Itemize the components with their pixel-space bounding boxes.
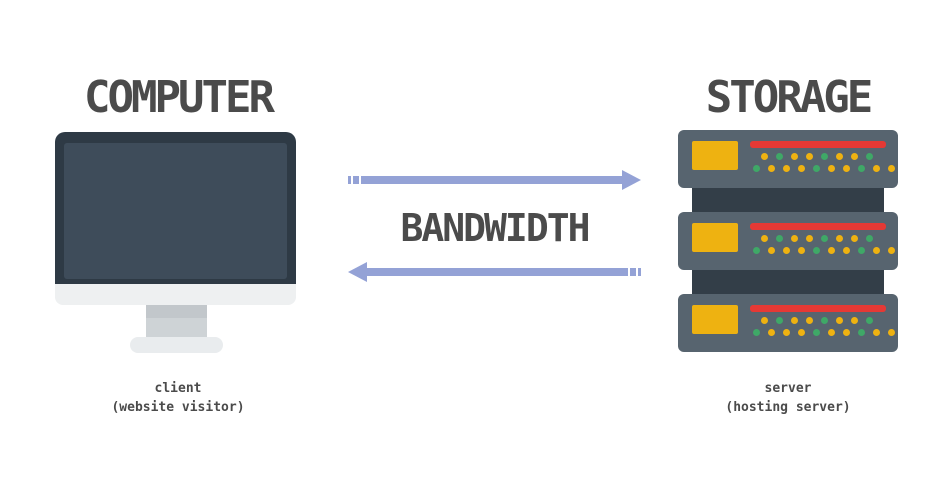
led-dot-yellow [798, 329, 805, 336]
led-dot-green [821, 317, 828, 324]
server-stack-icon [678, 130, 898, 352]
led-dot-green [866, 317, 873, 324]
server-unit [678, 130, 898, 188]
led-dot-yellow [798, 165, 805, 172]
server-led-row [753, 165, 895, 172]
led-dot-yellow [806, 317, 813, 324]
led-dot-yellow [783, 247, 790, 254]
led-dot-green [813, 165, 820, 172]
computer-heading: COMPUTER [84, 72, 275, 123]
led-dot-yellow [828, 165, 835, 172]
led-dot-yellow [836, 317, 843, 324]
led-dot-yellow [783, 165, 790, 172]
led-dot-green [776, 235, 783, 242]
led-dot-yellow [888, 165, 895, 172]
led-dot-yellow [828, 247, 835, 254]
arrow-tail-dash [630, 268, 636, 276]
led-dot-yellow [761, 153, 768, 160]
arrow-shaft [367, 268, 628, 276]
led-dot-yellow [888, 247, 895, 254]
server-caption-line1: server [764, 381, 812, 396]
led-dot-yellow [768, 165, 775, 172]
led-dot-yellow [791, 235, 798, 242]
led-dot-yellow [798, 247, 805, 254]
monitor-chin [55, 284, 296, 305]
led-dot-yellow [851, 153, 858, 160]
led-dot-yellow [783, 329, 790, 336]
led-dot-green [866, 235, 873, 242]
server-caption: server (hosting server) [668, 379, 908, 417]
monitor-icon [55, 132, 296, 284]
led-dot-green [858, 247, 865, 254]
led-dot-yellow [828, 329, 835, 336]
led-dot-yellow [836, 153, 843, 160]
monitor-base [130, 337, 223, 353]
server-panel [692, 141, 738, 170]
client-caption-line1: client [154, 381, 202, 396]
led-dot-yellow [791, 317, 798, 324]
server-led-row [761, 153, 873, 160]
led-dot-yellow [843, 247, 850, 254]
led-dot-green [858, 329, 865, 336]
server-led-row [753, 329, 895, 336]
arrow-head [622, 170, 641, 190]
arrow-tail-dash [348, 176, 351, 184]
led-dot-yellow [888, 329, 895, 336]
led-dot-green [813, 329, 820, 336]
arrow-tail-dash [638, 268, 641, 276]
arrow-tail-dash [353, 176, 359, 184]
server-panel [692, 305, 738, 334]
server-led-row [761, 317, 873, 324]
led-dot-green [866, 153, 873, 160]
monitor-stand [146, 305, 207, 338]
server-unit [678, 294, 898, 352]
led-dot-yellow [851, 235, 858, 242]
monitor-screen [64, 143, 287, 279]
server-led-row [753, 247, 895, 254]
server-caption-line2: (hosting server) [725, 400, 851, 415]
arrow-right-icon [348, 170, 641, 190]
server-unit [678, 212, 898, 270]
led-dot-green [821, 153, 828, 160]
client-caption: client (website visitor) [58, 379, 298, 417]
arrow-head [348, 262, 367, 282]
led-dot-green [813, 247, 820, 254]
storage-heading: STORAGE [705, 72, 873, 123]
led-dot-yellow [843, 329, 850, 336]
led-dot-yellow [873, 247, 880, 254]
led-dot-green [776, 153, 783, 160]
server-stripe [750, 305, 886, 312]
server-panel [692, 223, 738, 252]
server-stripe [750, 223, 886, 230]
led-dot-green [753, 247, 760, 254]
led-dot-yellow [806, 153, 813, 160]
led-dot-green [776, 317, 783, 324]
led-dot-yellow [851, 317, 858, 324]
led-dot-yellow [843, 165, 850, 172]
led-dot-yellow [791, 153, 798, 160]
led-dot-yellow [768, 247, 775, 254]
led-dot-yellow [836, 235, 843, 242]
led-dot-green [753, 329, 760, 336]
led-dot-yellow [761, 317, 768, 324]
monitor-stand-shadow [146, 305, 207, 318]
server-led-row [761, 235, 873, 242]
client-caption-line2: (website visitor) [111, 400, 245, 415]
bandwidth-label: BANDWIDTH [400, 206, 591, 250]
led-dot-yellow [768, 329, 775, 336]
led-dot-yellow [873, 165, 880, 172]
server-stripe [750, 141, 886, 148]
arrow-shaft [361, 176, 622, 184]
led-dot-yellow [806, 235, 813, 242]
led-dot-green [858, 165, 865, 172]
led-dot-yellow [873, 329, 880, 336]
led-dot-yellow [761, 235, 768, 242]
arrow-left-icon [348, 262, 641, 282]
led-dot-green [821, 235, 828, 242]
led-dot-green [753, 165, 760, 172]
